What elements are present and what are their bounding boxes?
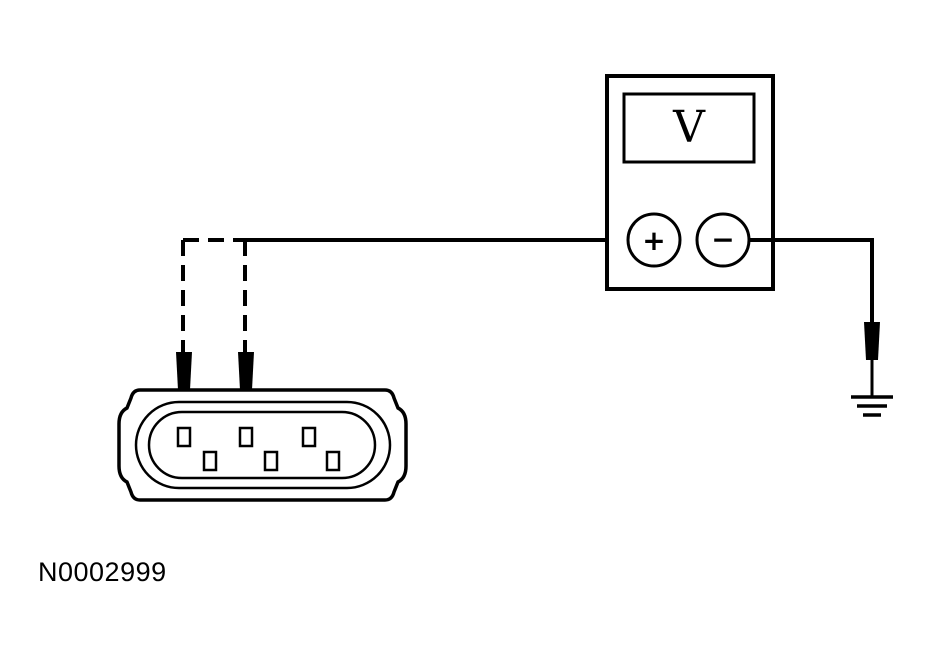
connector-pin-3 bbox=[301, 426, 317, 448]
voltmeter-display bbox=[622, 92, 756, 164]
negative-terminal-sign: − bbox=[711, 223, 734, 256]
voltmeter-display-symbol: V bbox=[672, 102, 706, 153]
voltmeter: V + − bbox=[605, 74, 775, 291]
positive-terminal bbox=[626, 212, 682, 268]
positive-terminal-sign: + bbox=[642, 224, 665, 257]
connector-pin-5 bbox=[263, 450, 279, 472]
connector bbox=[117, 388, 408, 502]
connector-pin-1 bbox=[176, 426, 192, 448]
figure-id-label: N0002999 bbox=[38, 557, 167, 587]
negative-lead-wire bbox=[749, 238, 874, 322]
ground-probe-tip bbox=[864, 322, 880, 360]
connector-pin-6 bbox=[325, 450, 341, 472]
connector-pin-4 bbox=[202, 450, 218, 472]
ground-symbol-icon bbox=[851, 395, 893, 417]
connector-pin-2 bbox=[238, 426, 254, 448]
